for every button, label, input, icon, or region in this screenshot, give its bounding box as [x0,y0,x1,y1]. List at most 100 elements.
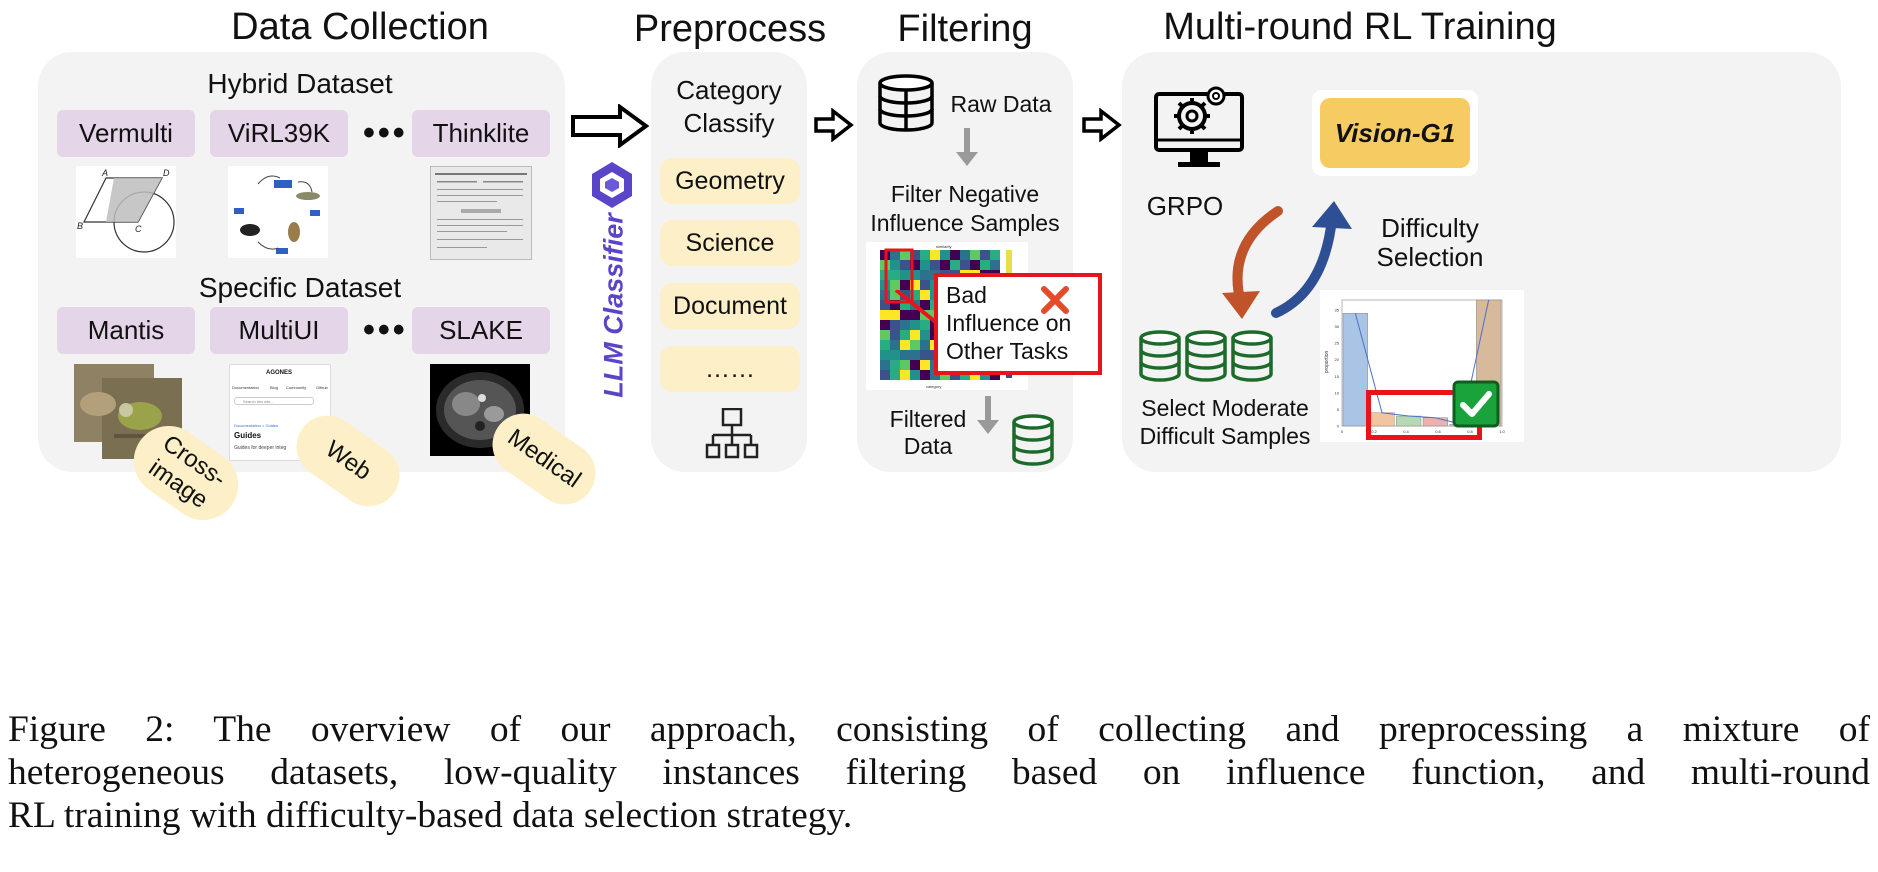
heatmap-cell [960,370,970,380]
heatmap-xlabel: category [926,384,941,389]
heatmap-cell [970,250,980,260]
category-science: Science [660,220,800,266]
training-cycle-arrows [1222,201,1352,319]
heatmap-cell [890,340,900,350]
category-more: …… [660,346,800,392]
hollow-arrow-icon [571,104,650,148]
web-heading: Guides [234,431,262,440]
web-nav-community: Community [286,385,307,390]
vision-g1-card: Vision-G1 [1312,90,1478,176]
heatmap-cell [930,370,940,380]
heatmap-cell [990,370,1000,380]
heatmap-cell [920,300,930,310]
chart-x-tick: 1.0 [1499,429,1505,434]
heatmap-cell [910,260,920,270]
specific-dataset-title: Specific Dataset [198,272,402,303]
heatmap-cell [900,330,910,340]
bad-influence-callout: Bad Influence on Other Tasks [934,273,1102,375]
heatmap-cell [970,260,980,270]
tag-medical-label: Medical [502,423,586,494]
dataset-thinklite: Thinklite [412,110,550,157]
section-title-preprocess: Preprocess [633,8,827,50]
heatmap-cell [920,260,930,270]
bad-influence-label: Bad Influence on Other Tasks [946,282,1072,364]
heatmap-cell [950,260,960,270]
figure-caption: Figure 2: The overview of our approach, … [8,708,1870,837]
heatmap-cell [900,310,910,320]
heatmap-cell [920,290,930,300]
database-stack-icon [1139,330,1273,382]
web-search-box: Search this site... [234,397,314,405]
web-brand: AGONES [266,370,293,376]
filter-negative-label: Filter Negative Influence Samples [870,181,1060,236]
heatmap-cell [940,260,950,270]
heatmap-cell [900,340,910,350]
geometry-label-d: D [163,168,170,178]
check-mark-icon [1452,380,1500,428]
heatmap-title: similarity [936,244,952,249]
chart-y-tick: 30 [1335,324,1340,329]
heatmap-cell [890,360,900,370]
dataset-vermulti: Vermulti [57,110,195,157]
heatmap-cell [880,360,890,370]
heatmap-cell [890,270,900,280]
heatmap-cell [880,330,890,340]
heatmap-cell [940,250,950,260]
heatmap-cell [910,330,920,340]
hierarchy-icon [705,408,759,459]
category-geometry: Geometry [660,158,800,204]
heatmap-cell [880,320,890,330]
heatmap-cell [890,370,900,380]
down-arrow-icon [977,396,999,434]
category-classify-title: Category Classify [676,75,782,138]
chart-y-tick: 15 [1335,374,1340,379]
web-breadcrumb: Documentation > Guides [234,423,279,428]
computer-gear-icon [1154,86,1244,167]
heatmap-cell [880,370,890,380]
heatmap-cell [900,260,910,270]
heatmap-cell [910,340,920,350]
heatmap-cell [910,360,920,370]
section-title-filtering: Filtering [897,8,1033,50]
difficulty-selection-label: Difficulty Selection [1376,213,1484,272]
heatmap-cell [920,330,930,340]
heatmap-cell [910,280,920,290]
web-nav-documentation: Documentation [232,385,259,390]
heatmap-cell [910,350,920,360]
heatmap-cell [910,250,920,260]
ellipsis-dots: ••• [363,311,408,349]
highlight-connector [894,290,940,326]
web-nav-github: Github [316,385,328,390]
heatmap-cell [890,250,900,260]
section-title-rl-training: Multi-round RL Training [1163,6,1557,48]
heatmap-cell [950,250,960,260]
select-moderate-label: Select Moderate Difficult Samples [1139,395,1311,449]
heatmap-cell [920,370,930,380]
heatmap-cell [900,320,910,330]
chart-x-tick: 0.8 [1467,429,1473,434]
heatmap-cell [920,250,930,260]
llm-classifier-label: LLM Classifier [598,213,629,398]
heatmap-cell [980,260,990,270]
chart-x-tick: 0.4 [1403,429,1409,434]
heatmap-cell [920,320,930,330]
heatmap-cell [890,300,900,310]
small-arrow-icon [1082,108,1122,142]
heatmap-cell [890,290,900,300]
heatmap-cell [900,300,910,310]
heatmap-cell [910,320,920,330]
heatmap-cell [890,280,900,290]
chart-x-tick: 0.6 [1435,429,1441,434]
heatmap-cell [930,250,940,260]
heatmap-cell [950,370,960,380]
heatmap-cell [990,250,1000,260]
category-document: Document [660,283,800,329]
section-title-data-collection: Data Collection [231,6,489,48]
chart-ylabel: proportion [1324,351,1330,374]
heatmap-cell [980,250,990,260]
chart-y-tick: 20 [1335,357,1340,362]
vision-g1-label: Vision-G1 [1320,98,1470,168]
dataset-mantis: Mantis [57,307,195,354]
heatmap-cell [910,370,920,380]
chart-x-tick: 0.2 [1371,429,1377,434]
